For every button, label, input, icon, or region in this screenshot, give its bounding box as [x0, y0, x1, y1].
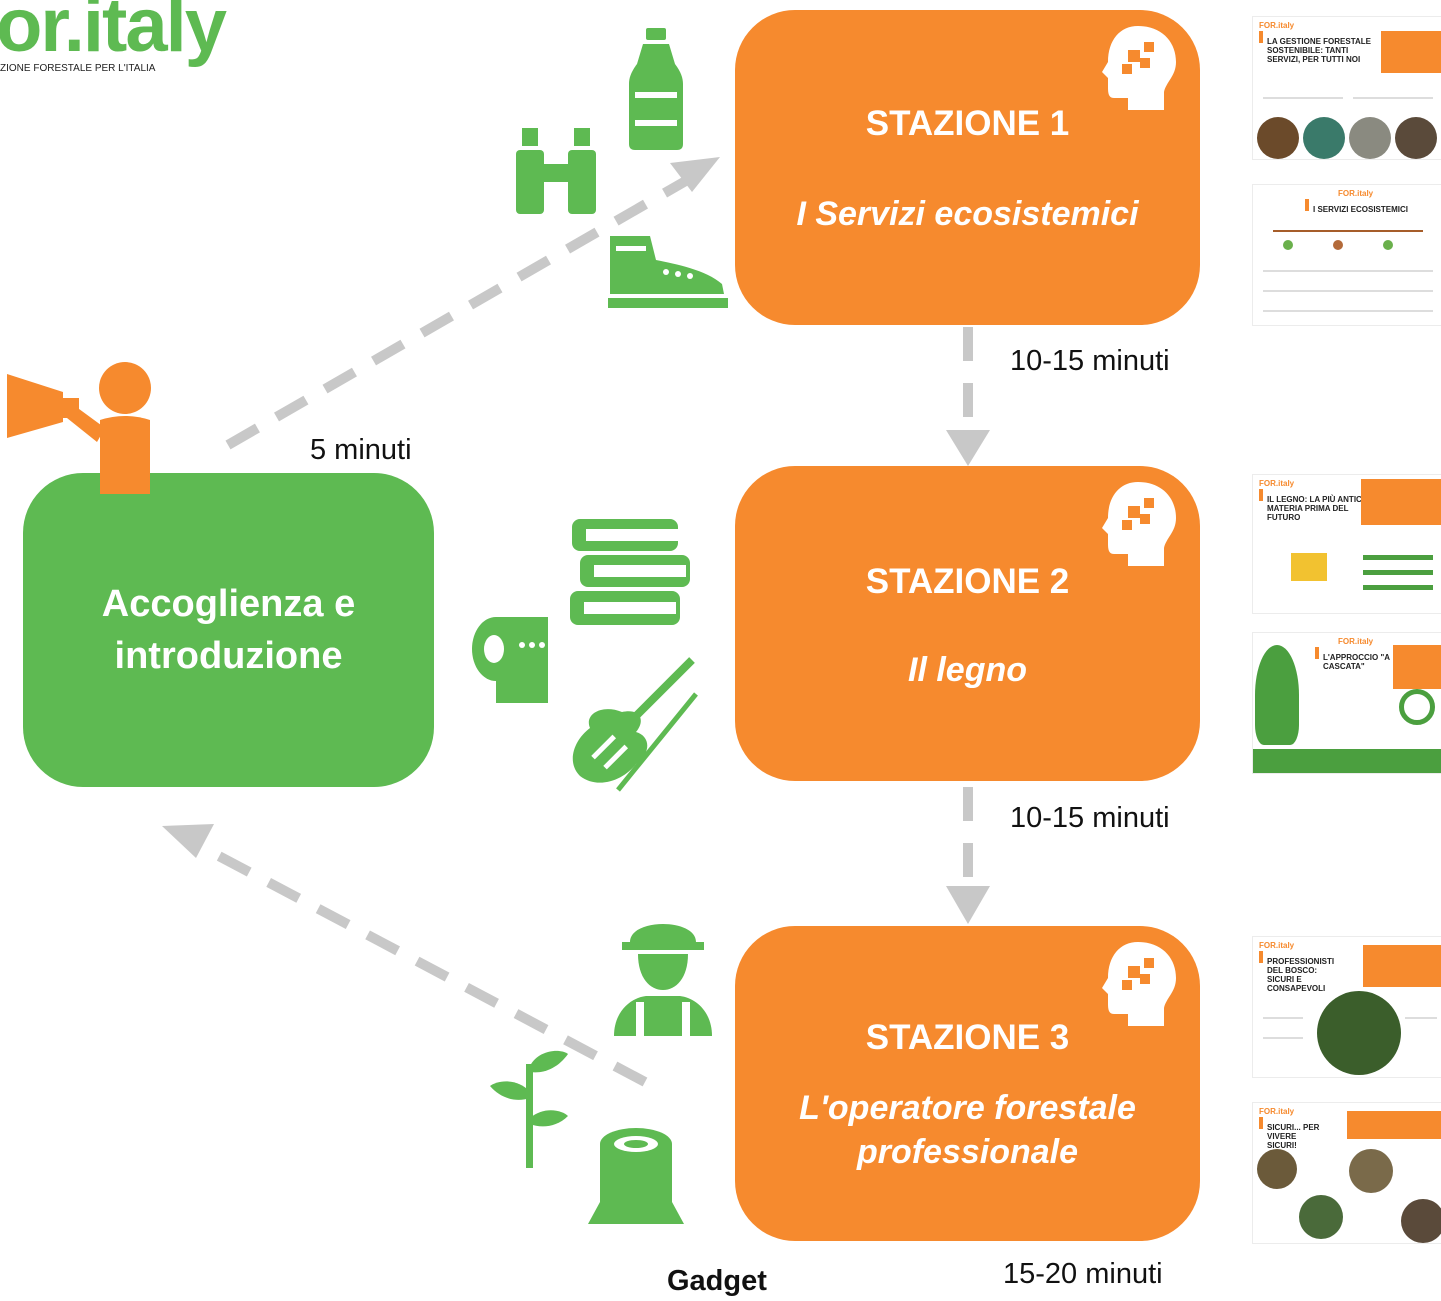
brain-puzzle-icon: [1102, 26, 1176, 110]
arrow-intro-to-station1: [225, 170, 699, 450]
station-1-subtitle: I Servizi ecosistemici: [796, 195, 1139, 233]
thumbnail-slide-4: FOR.italy L'APPROCCIO "A CASCATA": [1252, 632, 1441, 774]
thumbnail-title: I SERVIZI ECOSISTEMICI: [1305, 199, 1423, 214]
station-2-title: STAZIONE 2: [865, 562, 1070, 601]
thumbnail-slide-5: FOR.italy PROFESSIONISTI DEL BOSCO: SICU…: [1252, 936, 1441, 1078]
thumbnail-title: PROFESSIONISTI DEL BOSCO: SICURI E CONSA…: [1259, 951, 1335, 993]
thumbnail-slide-1: FOR.italy LA GESTIONE FORESTALE SOSTENIB…: [1252, 16, 1441, 160]
thumbnail-title: L'APPROCCIO "A CASCATA": [1315, 647, 1393, 671]
arrowhead-station3: [946, 886, 990, 924]
thumbnail-logo: FOR.italy: [1259, 21, 1295, 30]
station-3-subtitle-line2: professionale: [856, 1133, 1079, 1171]
thumbnail-slide-2: FOR.italy I SERVIZI ECOSISTEMICI: [1252, 184, 1441, 326]
arrowhead-intro: [162, 824, 214, 858]
station-2-box: STAZIONE 2 Il legno: [735, 466, 1200, 781]
arrowhead-station2: [946, 430, 990, 466]
intro-box: Accoglienza e introduzione: [23, 473, 434, 787]
thumbnail-title: IL LEGNO: LA PIÙ ANTICA MATERIA PRIMA DE…: [1259, 489, 1377, 522]
station-1-time: 10-15 minuti: [1010, 345, 1170, 377]
thumbnail-title: LA GESTIONE FORESTALE SOSTENIBILE: TANTI…: [1259, 31, 1377, 64]
arrow-station3-to-intro: [197, 841, 648, 1087]
station-1-title: STAZIONE 1: [865, 104, 1070, 143]
binoculars-icon: [516, 128, 596, 214]
toilet-paper-icon: [472, 617, 548, 703]
hiking-boot-icon: [608, 236, 728, 308]
logo-tagline: ZIONE FORESTALE PER L'ITALIA: [0, 63, 156, 74]
thumbnail-title: SICURI... PER VIVERE SICURI!: [1259, 1117, 1327, 1150]
brain-puzzle-icon: [1102, 942, 1176, 1026]
megaphone-person-icon: [7, 362, 151, 494]
logo: or.italy ZIONE FORESTALE PER L'ITALIA: [0, 0, 250, 80]
arrowhead-station1: [670, 157, 720, 192]
station-2-time: 10-15 minuti: [1010, 802, 1170, 834]
books-icon: [570, 519, 690, 625]
brain-puzzle-icon: [1102, 482, 1176, 566]
forestry-worker-icon: [614, 924, 712, 1036]
station-1-box: STAZIONE 1 I Servizi ecosistemici: [735, 10, 1200, 325]
thumbnail-logo: FOR.italy: [1259, 479, 1295, 488]
thumbnail-logo: FOR.italy: [1338, 637, 1374, 646]
thumbnail-slide-3: FOR.italy IL LEGNO: LA PIÙ ANTICA MATERI…: [1252, 474, 1441, 614]
station-3-time: 15-20 minuti: [1003, 1258, 1163, 1290]
station-2-subtitle: Il legno: [908, 651, 1027, 689]
station-3-title: STAZIONE 3: [865, 1018, 1070, 1057]
thumbnail-logo: FOR.italy: [1338, 189, 1374, 198]
tree-stump-icon: [588, 1128, 684, 1224]
gadget-label: Gadget: [667, 1265, 767, 1297]
station-3-subtitle-line1: L'operatore forestale: [799, 1089, 1136, 1127]
thumbnail-slide-6: FOR.italy SICURI... PER VIVERE SICURI!: [1252, 1102, 1441, 1244]
violin-icon: [572, 657, 698, 792]
logo-wordmark: or.italy: [0, 0, 227, 68]
seedling-icon: [490, 1050, 568, 1168]
thumbnail-logo: FOR.italy: [1259, 1107, 1295, 1116]
intro-label-line2: introduzione: [114, 635, 343, 677]
intro-label-line1: Accoglienza e: [101, 583, 356, 625]
thumbnail-logo: FOR.italy: [1259, 941, 1295, 950]
water-bottle-icon: [629, 28, 683, 150]
station-3-box: STAZIONE 3 L'operatore forestale profess…: [735, 926, 1200, 1241]
intro-time: 5 minuti: [310, 434, 412, 466]
